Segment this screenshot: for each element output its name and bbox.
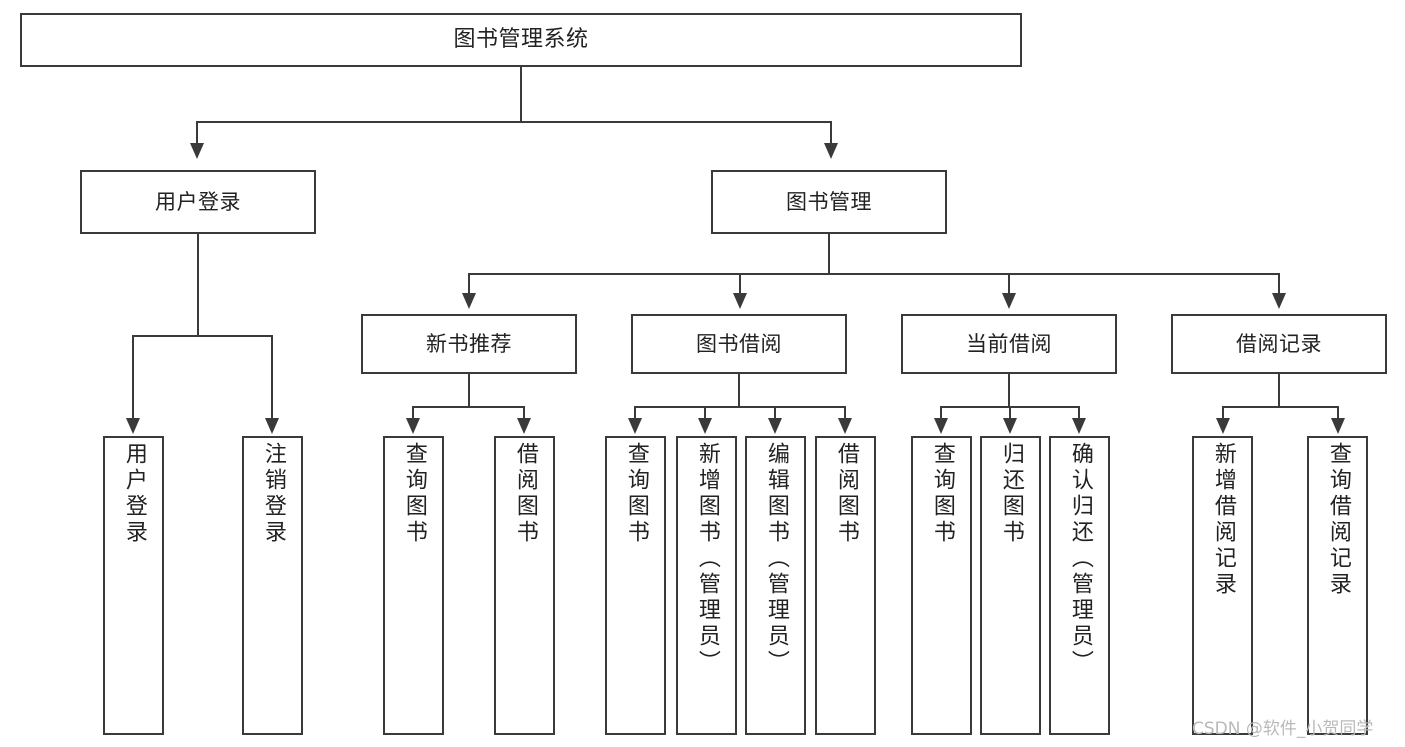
node-root-system[interactable]: 图书管理系统	[20, 13, 1022, 67]
node-label: 借阅图书	[833, 442, 859, 546]
arrow-book-borrow-leaf-0	[628, 418, 642, 434]
edge-book-mgmt-to-l3-2	[1008, 273, 1010, 295]
arrow-to-book-mgmt	[824, 143, 838, 159]
node-label: 注销登录	[260, 442, 286, 546]
arrow-user-login-leaf-0	[126, 418, 140, 434]
edge-user-login-to-leaf-0	[132, 335, 134, 420]
node-label: 当前借阅	[966, 331, 1052, 356]
edge-borrow-record-to-leaf-0	[1222, 406, 1224, 420]
arrow-to-user-login	[190, 143, 204, 159]
leaf-current-borrow-query-book[interactable]: 查询图书	[911, 436, 972, 735]
edge-user-login-to-leaf-1	[271, 335, 273, 420]
node-label: 借阅图书	[512, 442, 538, 546]
node-label: 查询借阅记录	[1325, 442, 1351, 598]
arrow-book-borrow-leaf-2	[768, 418, 782, 434]
node-label: 新书推荐	[426, 331, 512, 356]
arrow-new-book-leaf-1	[517, 418, 531, 434]
node-label: 图书借阅	[696, 331, 782, 356]
leaf-user-login-logout[interactable]: 注销登录	[242, 436, 303, 735]
arrow-book-borrow-leaf-1	[698, 418, 712, 434]
edge-current-borrow-to-leaf-0	[940, 406, 942, 420]
leaf-new-book-borrow-book[interactable]: 借阅图书	[494, 436, 555, 735]
edge-new-book-to-leaf-1	[523, 406, 525, 420]
node-label: 查询图书	[929, 442, 955, 546]
edge-root-stem	[520, 67, 522, 122]
leaf-user-login-login[interactable]: 用户登录	[103, 436, 164, 735]
arrow-current-borrow-leaf-2	[1072, 418, 1086, 434]
node-book-management[interactable]: 图书管理	[711, 170, 947, 234]
csdn-watermark: CSDN @软件_小贺同学	[1192, 719, 1374, 739]
node-label: 用户登录	[155, 189, 241, 214]
edge-borrow-record-to-leaf-1	[1337, 406, 1339, 420]
node-user-login[interactable]: 用户登录	[80, 170, 316, 234]
node-label: 用户登录	[121, 442, 147, 546]
edge-current-borrow-to-leaf-1	[1009, 406, 1011, 420]
edge-new-book-stem	[468, 374, 470, 407]
edge-new-book-to-leaf-0	[412, 406, 414, 420]
arrow-current-borrow-leaf-0	[934, 418, 948, 434]
edge-current-borrow-stem	[1008, 374, 1010, 407]
node-label: 查询图书	[401, 442, 427, 546]
leaf-book-borrow-edit-book-admin[interactable]: 编辑图书（管理员）	[745, 436, 806, 735]
edge-book-borrow-bus	[634, 406, 846, 408]
leaf-new-book-query-book[interactable]: 查询图书	[383, 436, 444, 735]
arrow-book-mgmt-l3-2	[1002, 293, 1016, 309]
node-book-borrow[interactable]: 图书借阅	[631, 314, 847, 374]
node-label: 图书管理系统	[453, 27, 589, 53]
arrow-current-borrow-leaf-1	[1003, 418, 1017, 434]
edge-borrow-record-stem	[1278, 374, 1280, 407]
arrow-new-book-leaf-0	[406, 418, 420, 434]
node-current-borrow[interactable]: 当前借阅	[901, 314, 1117, 374]
leaf-book-borrow-borrow-book[interactable]: 借阅图书	[815, 436, 876, 735]
arrow-book-mgmt-l3-1	[733, 293, 747, 309]
edge-new-book-bus	[412, 406, 525, 408]
arrow-borrow-record-leaf-0	[1216, 418, 1230, 434]
node-label: 查询图书	[623, 442, 649, 546]
node-borrow-record[interactable]: 借阅记录	[1171, 314, 1387, 374]
edge-book-borrow-stem	[738, 374, 740, 407]
arrow-book-borrow-leaf-3	[838, 418, 852, 434]
leaf-book-borrow-query-book[interactable]: 查询图书	[605, 436, 666, 735]
leaf-borrow-record-add-record[interactable]: 新增借阅记录	[1192, 436, 1253, 735]
edge-user-login-bus	[132, 335, 273, 337]
edge-root-bus	[196, 121, 832, 123]
edge-root-to-book-mgmt	[830, 121, 832, 145]
edge-book-mgmt-bus	[468, 273, 1280, 275]
node-label: 图书管理	[786, 189, 872, 214]
edge-borrow-record-bus	[1222, 406, 1339, 408]
arrow-book-mgmt-l3-0	[462, 293, 476, 309]
arrow-book-mgmt-l3-3	[1272, 293, 1286, 309]
edge-current-borrow-to-leaf-2	[1078, 406, 1080, 420]
edge-book-mgmt-to-l3-0	[468, 273, 470, 295]
edge-book-mgmt-to-l3-1	[739, 273, 741, 295]
edge-book-borrow-to-leaf-2	[774, 406, 776, 420]
node-label: 新增借阅记录	[1210, 442, 1236, 598]
edge-root-to-user-login	[196, 121, 198, 145]
node-label: 归还图书	[998, 442, 1024, 546]
edge-book-mgmt-stem	[828, 234, 830, 274]
node-label: 借阅记录	[1236, 331, 1322, 356]
node-label: 确认归还（管理员）	[1067, 442, 1093, 676]
edge-user-login-stem	[197, 234, 199, 336]
node-label: 编辑图书（管理员）	[763, 442, 789, 676]
arrow-borrow-record-leaf-1	[1331, 418, 1345, 434]
edge-book-borrow-to-leaf-1	[704, 406, 706, 420]
arrow-user-login-leaf-1	[265, 418, 279, 434]
leaf-book-borrow-add-book-admin[interactable]: 新增图书（管理员）	[676, 436, 737, 735]
leaf-current-borrow-confirm-return-admin[interactable]: 确认归还（管理员）	[1049, 436, 1110, 735]
edge-book-mgmt-to-l3-3	[1278, 273, 1280, 295]
leaf-current-borrow-return-book[interactable]: 归还图书	[980, 436, 1041, 735]
edge-book-borrow-to-leaf-3	[844, 406, 846, 420]
node-label: 新增图书（管理员）	[694, 442, 720, 676]
leaf-borrow-record-query-record[interactable]: 查询借阅记录	[1307, 436, 1368, 735]
edge-book-borrow-to-leaf-0	[634, 406, 636, 420]
node-new-book-recommend[interactable]: 新书推荐	[361, 314, 577, 374]
